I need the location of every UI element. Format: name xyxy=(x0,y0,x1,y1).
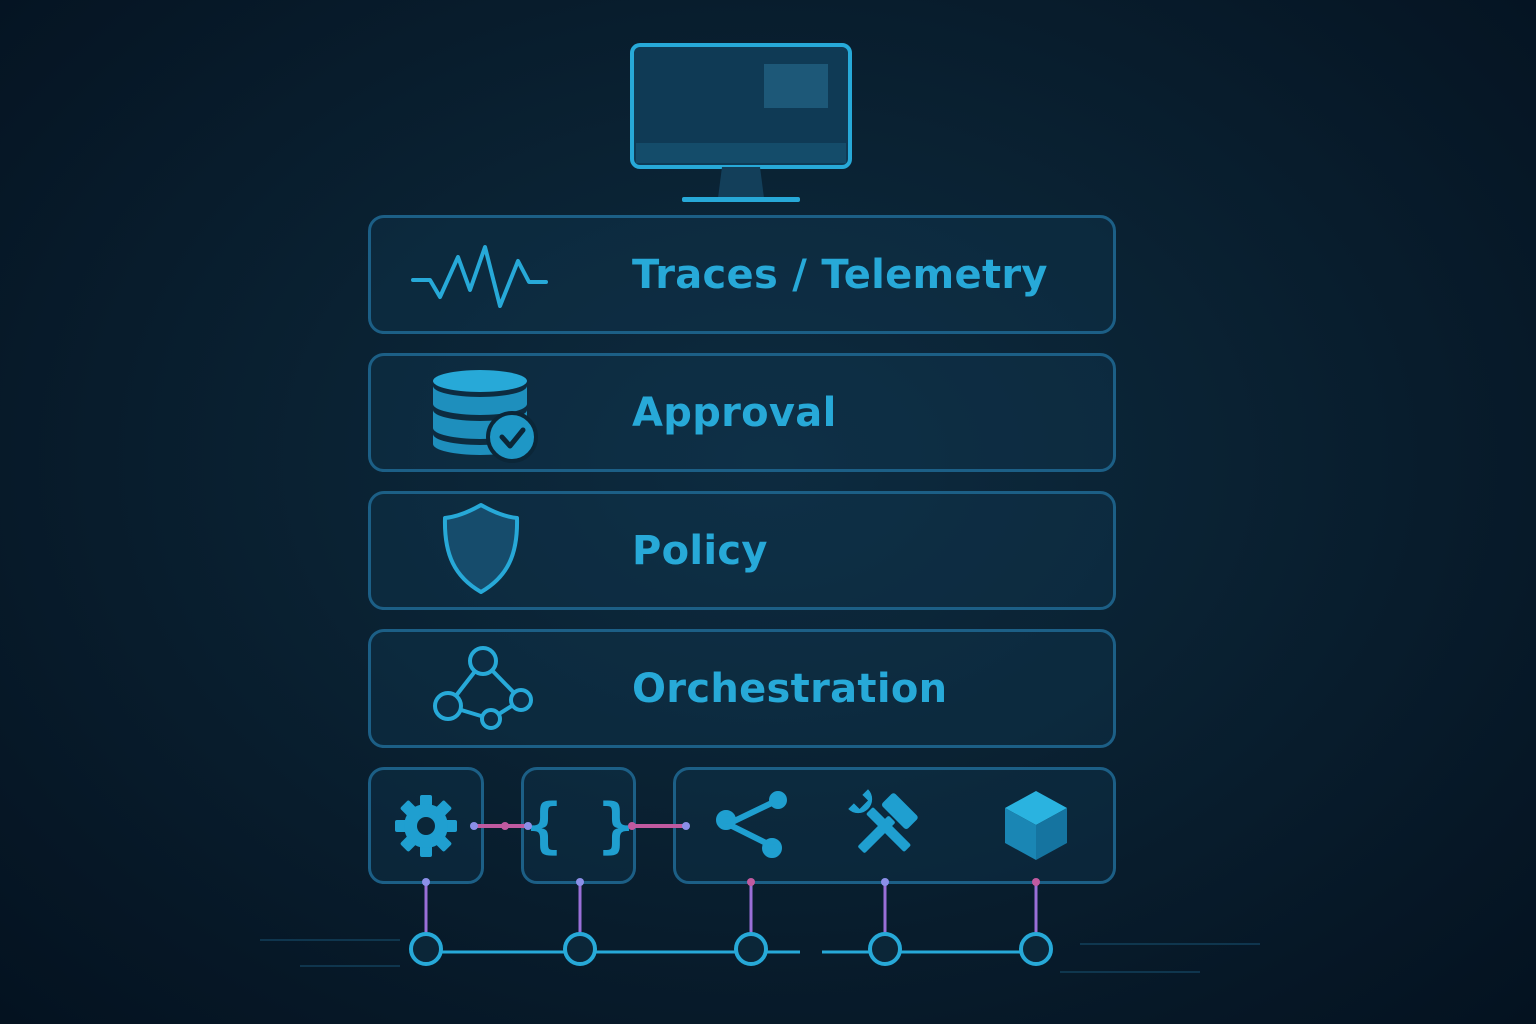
node-cube xyxy=(1019,932,1053,966)
connector-top-dots xyxy=(422,878,1040,886)
waveform-icon xyxy=(411,245,548,308)
vertical-connectors xyxy=(424,882,1038,936)
svg-text:{ }: { } xyxy=(526,791,634,861)
connector-code-group xyxy=(628,822,690,830)
code-braces-icon: { } xyxy=(526,791,634,861)
database-check-icon xyxy=(433,370,538,463)
tools-icon xyxy=(848,789,918,853)
shield-icon xyxy=(442,503,520,594)
layer-label-traces: Traces / Telemetry xyxy=(632,252,1048,298)
layer-label-policy: Policy xyxy=(632,528,768,574)
node-tools xyxy=(868,932,902,966)
layer-label-approval: Approval xyxy=(632,390,837,436)
base-nodes xyxy=(409,932,1053,966)
tool-box-code[interactable] xyxy=(521,767,636,884)
gear-icon xyxy=(395,795,457,857)
cube-icon xyxy=(1005,791,1067,860)
node-code xyxy=(563,932,597,966)
branch-icon xyxy=(716,791,787,858)
circuit-traces xyxy=(260,939,1260,973)
node-branch xyxy=(734,932,768,966)
network-graph-icon xyxy=(433,646,533,730)
layer-label-orchestration: Orchestration xyxy=(632,666,948,712)
connector-gear-code xyxy=(470,822,532,830)
node-gear xyxy=(409,932,443,966)
